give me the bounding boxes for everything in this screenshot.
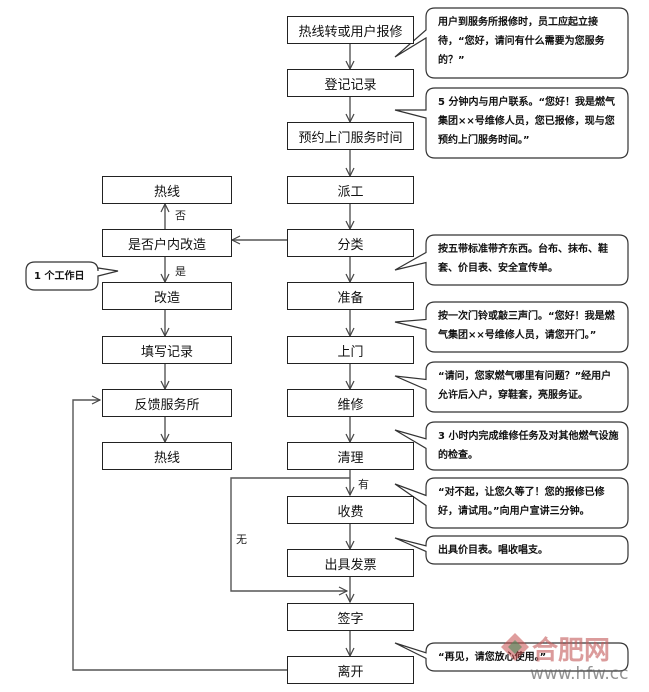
edge-label-no: 否 [175,209,186,222]
watermark-url: www.hfw.cc [530,664,629,684]
step-leave: 离开 [287,656,414,684]
note-contact: 5 分钟内与用户联系。“您好！我是燃气集团××号维修人员，您已报修，现与您预约上… [438,97,616,146]
step-sign: 签字 [287,603,414,631]
edge-label-yes: 是 [175,265,186,278]
step-dispatch: 派工 [287,176,414,204]
note-enter-bubble [394,361,629,413]
step-prepare: 准备 [287,282,414,310]
note-charge: “对不起，让您久等了！您的报修已修好，请试用。”向用户宣讲三分钟。 [438,487,605,517]
branch-hotline-bottom: 热线 [102,442,232,470]
note-workday-bubble [25,261,119,291]
note-prepare-bubble [394,234,629,286]
step-appointment: 预约上门服务时间 [287,122,414,150]
step-invoice: 出具发票 [287,549,414,577]
branch-fill-record: 填写记录 [102,336,232,364]
branch-hotline-top: 热线 [102,176,232,204]
note-reception: 用户到服务所报修时，员工应起立接待，“您好，请问有什么需要为您服务的？” [438,17,605,66]
note-enter: “请问，您家燃气哪里有问题？”经用户允许后入户，穿鞋套，亮服务证。 [438,371,612,401]
branch-feedback: 反馈服务所 [102,389,232,417]
note-reception-bubble [394,7,629,79]
step-register: 登记记录 [287,69,414,97]
step-cleanup: 清理 [287,442,414,470]
note-invoice: 出具价目表。唱收唱支。 [438,545,548,556]
note-visit: 按一次门铃或敲三声门。“您好！我是燃气集团××号维修人员，请您开门。” [438,311,615,341]
branch-renovate: 改造 [102,282,232,310]
step-classify: 分类 [287,229,414,257]
watermark-brand: 合肥网 [532,636,611,666]
watermark-logo-icon [500,632,530,662]
branch-decision: 是否户内改造 [102,229,232,257]
note-leave: “再见，请您放心使用。” [438,652,547,663]
note-invoice-bubble [394,535,629,565]
note-visit-bubble [394,301,629,353]
note-charge-bubble [394,477,629,529]
note-contact-bubble [394,87,629,159]
edge-label-has: 有 [358,478,369,491]
feedback-loop-line [72,400,287,671]
step-repair: 维修 [287,389,414,417]
note-workday: 1 个工作日 [34,271,85,282]
edge-label-none: 无 [236,533,247,546]
note-repair-bubble [394,421,629,471]
note-repair: 3 小时内完成维修任务及对其他燃气设施的检查。 [438,431,619,461]
step-visit: 上门 [287,336,414,364]
step-report: 热线转或用户报修 [287,16,414,44]
note-prepare: 按五带标准带齐东西。台布、抹布、鞋套、价目表、安全宣传单。 [438,244,608,274]
step-charge: 收费 [287,496,414,524]
bypass-line [230,477,350,591]
